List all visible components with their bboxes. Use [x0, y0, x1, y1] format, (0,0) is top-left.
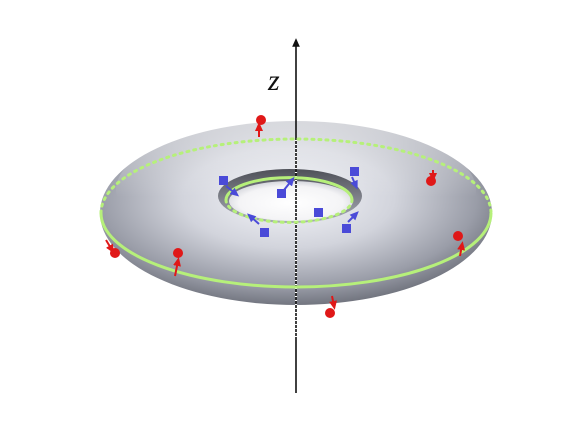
red-marker: [173, 248, 183, 277]
red-markers: [105, 115, 466, 318]
z-axis-label: z: [267, 64, 280, 97]
torus-hole: [229, 181, 353, 221]
outer-equator-back: [99, 137, 493, 215]
red-marker: [325, 295, 337, 318]
blue-marker: [350, 167, 359, 190]
blue-markers: [219, 167, 359, 237]
blue-marker: [314, 208, 323, 217]
red-marker: [255, 115, 266, 137]
blue-marker: [247, 213, 269, 237]
blue-marker: [219, 176, 240, 197]
z-axis: z: [267, 38, 300, 393]
blue-marker: [277, 176, 295, 198]
red-marker: [453, 231, 466, 257]
outer-equator-front: [99, 212, 493, 289]
blue-marker: [342, 211, 359, 233]
red-marker: [105, 239, 120, 258]
outer-equator: [99, 137, 493, 289]
inner-equator-front: [224, 198, 354, 224]
red-marker: [426, 170, 437, 186]
